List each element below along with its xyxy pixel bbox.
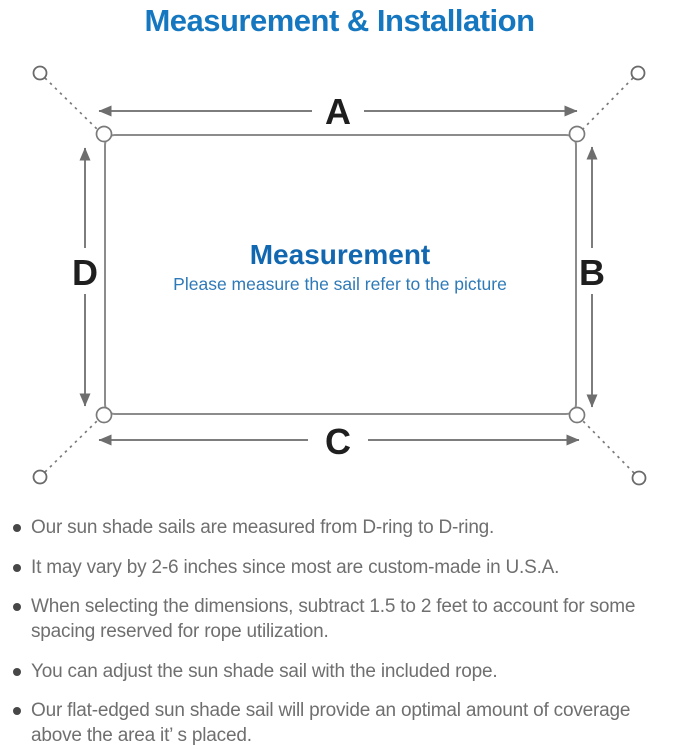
rope-dashed-line-bottom-left [44,417,101,473]
measurement-diagram: A B C D Measurement Please measure the s… [0,42,679,508]
rope-dashed-line-top-right [579,77,634,133]
bullet-icon [13,707,21,716]
anchor-ring-icon-top-right [630,65,646,81]
sail-outline [104,134,577,415]
d-ring-icon-top-right [568,125,586,143]
dim-label-a: A [325,91,351,132]
note-text: When selecting the dimensions, subtract … [31,596,636,643]
bullet-icon [13,603,21,612]
diagram-title: Measurement [250,239,431,270]
list-item: It may vary by 2-6 inches since most are… [13,556,675,581]
diagram-subtitle: Please measure the sail refer to the pic… [173,274,507,294]
dim-label-c: C [325,421,351,462]
note-text: Our flat-edged sun shade sail will provi… [31,700,631,747]
rope-dashed-line-top-left [44,77,101,133]
d-ring-icon-top-left [95,125,113,143]
note-text: It may vary by 2-6 inches since most are… [31,556,560,578]
list-item: You can adjust the sun shade sail with t… [13,660,675,685]
list-item: Our sun shade sails are measured from D-… [13,516,675,541]
d-ring-icon-bottom-right [568,406,586,424]
d-ring-icon-bottom-left [95,406,113,424]
dim-label-d: D [72,252,98,293]
page-title: Measurement & Installation [144,3,535,38]
dim-label-b: B [579,252,605,293]
anchor-ring-icon-top-left [32,65,48,81]
rope-dashed-line-bottom-right [579,417,635,474]
bullet-icon [13,563,21,572]
anchor-ring-icon-bottom-right [631,470,647,486]
note-text: You can adjust the sun shade sail with t… [31,660,498,682]
anchor-ring-icon-bottom-left [32,469,48,485]
list-item: When selecting the dimensions, subtract … [13,595,675,644]
notes-list: Our sun shade sails are measured from D-… [0,516,679,749]
list-item: Our flat-edged sun shade sail will provi… [13,699,675,748]
bullet-icon [13,667,21,676]
bullet-icon [13,524,21,532]
note-text: Our sun shade sails are measured from D-… [31,517,495,538]
